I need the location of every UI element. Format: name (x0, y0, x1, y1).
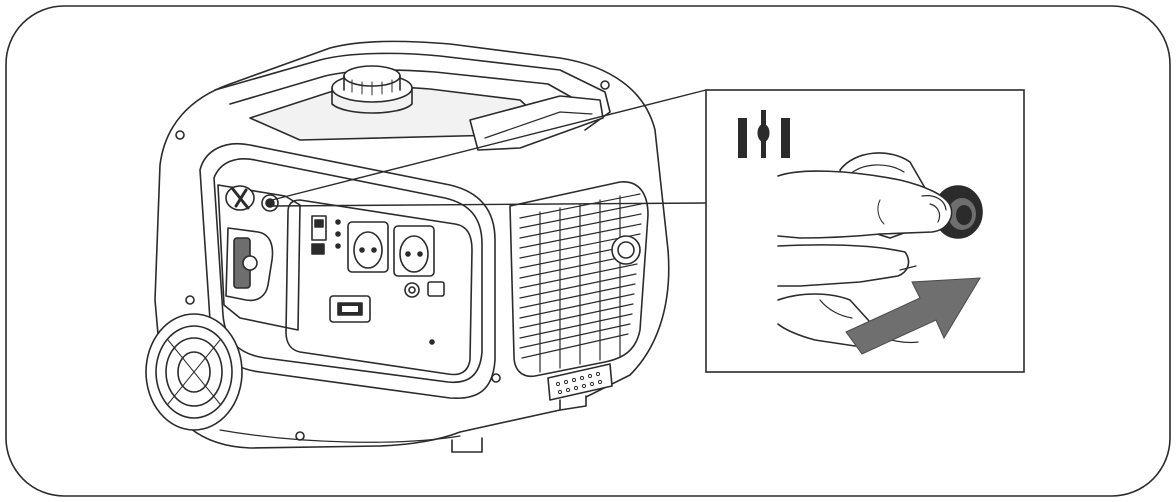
push-arrow-icon (845, 277, 981, 355)
ac-outlet-left (347, 221, 389, 273)
ground-terminal (404, 282, 420, 298)
dc-outlet (329, 295, 371, 323)
vent-knob (611, 235, 641, 265)
choke-button (261, 194, 279, 212)
indicator-led-2 (335, 231, 341, 237)
fuel-cap (331, 65, 413, 114)
front-foot (451, 437, 483, 453)
choke-switch-symbol (738, 110, 790, 158)
side-handle-slot (469, 95, 604, 151)
exhaust-grille (547, 363, 613, 401)
recoil-starter-handle (225, 227, 274, 302)
fuel-valve-knob (225, 185, 255, 211)
callout-lines (271, 89, 707, 207)
hand-lower (777, 244, 910, 287)
callout-zoom (705, 89, 1025, 373)
usb-port (427, 281, 445, 297)
outlet-panel (285, 199, 473, 376)
side-vent-outline (509, 181, 649, 378)
rear-foot (559, 395, 587, 411)
mode-switch (311, 243, 325, 255)
indicator-led-1 (335, 219, 341, 225)
front-panel-inner (213, 158, 483, 384)
figure-frame (5, 5, 1171, 497)
indicator-led-3 (335, 243, 341, 249)
generator-illustration (145, 40, 670, 453)
ac-outlet-right (393, 225, 435, 277)
wheel (145, 313, 243, 431)
finger (777, 170, 953, 239)
